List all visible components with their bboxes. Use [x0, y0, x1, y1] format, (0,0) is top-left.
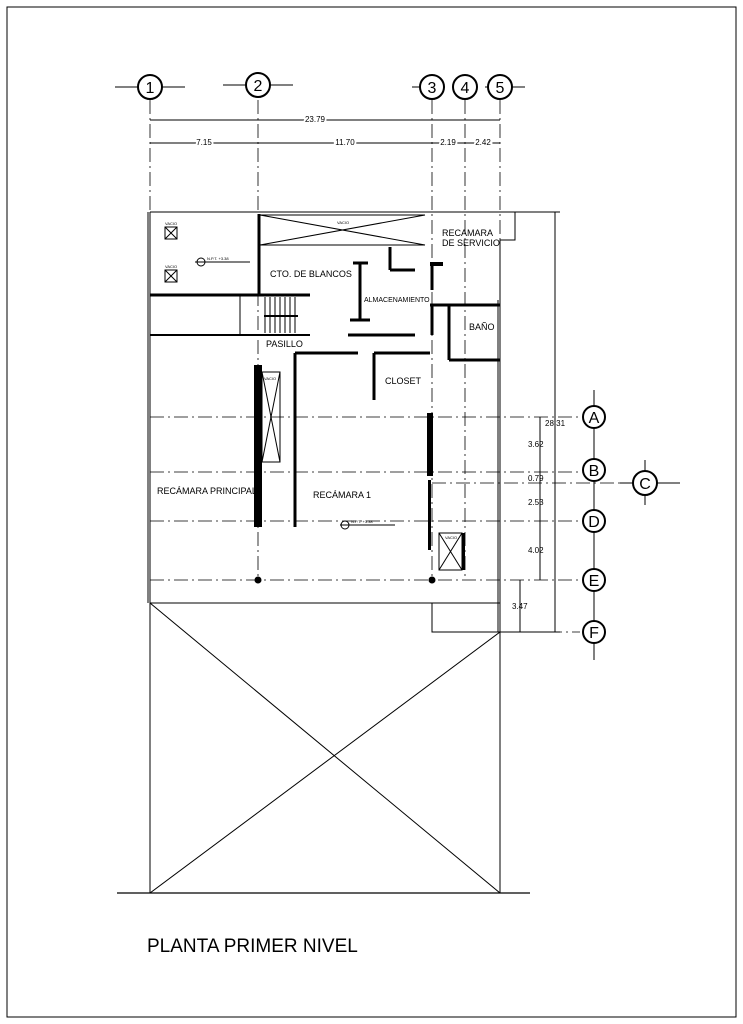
svg-text:2.42: 2.42 — [475, 138, 491, 147]
plan-title: PLANTA PRIMER NIVEL — [147, 936, 358, 957]
svg-text:VACIO: VACIO — [165, 264, 177, 269]
svg-text:F: F — [589, 625, 599, 642]
svg-text:A: A — [589, 410, 600, 427]
svg-text:0.79: 0.79 — [528, 474, 544, 483]
column-bubbles: 1 2 3 4 5 — [115, 72, 525, 100]
svg-text:3.47: 3.47 — [512, 602, 528, 611]
svg-text:3: 3 — [428, 80, 437, 97]
svg-text:ALMACENAMIENTO: ALMACENAMIENTO — [364, 297, 430, 304]
svg-text:N.P.T. +3.38: N.P.T. +3.38 — [351, 519, 373, 524]
axis-bubble-D: D — [582, 509, 606, 533]
level-marker: N.P.T. +3.38 N.P.T. +3.38 — [195, 256, 395, 530]
axis-bubble-1: 1 — [115, 74, 185, 100]
svg-text:B: B — [589, 463, 600, 480]
svg-text:VACIO: VACIO — [337, 220, 349, 225]
sheet-frame — [6, 6, 737, 1018]
walls — [150, 214, 500, 584]
room-labels: CTO. DE BLANCOS RECAMARA DE SERVICIO ALM… — [157, 228, 500, 500]
axis-bubble-3: 3 — [412, 74, 445, 100]
axis-bubble-F: F — [582, 620, 606, 644]
svg-text:2.19: 2.19 — [440, 138, 456, 147]
svg-text:DE SERVICIO: DE SERVICIO — [442, 238, 500, 248]
void-markers: VACIO VACIO VACIO VACIO VACIO — [164, 220, 463, 571]
axis-bubble-C: C — [620, 460, 680, 505]
stairs — [264, 297, 298, 333]
svg-text:CLOSET: CLOSET — [385, 376, 422, 386]
svg-text:4: 4 — [461, 80, 470, 97]
svg-text:1: 1 — [146, 80, 155, 97]
axis-bubble-B: B — [582, 458, 606, 482]
side-dimensions: 28.31 3.62 0.79 2.53 4.02 3.47 — [500, 211, 566, 633]
svg-text:7.15: 7.15 — [196, 138, 212, 147]
svg-text:2.53: 2.53 — [528, 498, 544, 507]
open-area-below — [117, 602, 530, 894]
svg-text:E: E — [589, 573, 600, 590]
svg-text:CTO. DE BLANCOS: CTO. DE BLANCOS — [270, 269, 352, 279]
svg-text:BAÑO: BAÑO — [469, 322, 495, 332]
axis-bubble-4: 4 — [452, 74, 478, 100]
svg-text:C: C — [639, 476, 651, 493]
svg-text:RECÁMARA 1: RECÁMARA 1 — [313, 490, 371, 500]
column-axes — [149, 100, 501, 632]
axis-bubble-E: E — [582, 568, 606, 592]
axis-bubble-A: A — [582, 405, 606, 429]
svg-text:RECAMARA: RECAMARA — [442, 228, 493, 238]
svg-text:RECÁMARA PRINCIPAL: RECÁMARA PRINCIPAL — [157, 486, 257, 496]
svg-text:23.79: 23.79 — [305, 115, 326, 124]
row-bubbles: A B C D E F — [582, 390, 680, 660]
svg-text:11.70: 11.70 — [335, 138, 355, 147]
svg-text:N.P.T. +3.38: N.P.T. +3.38 — [207, 256, 229, 261]
svg-text:PASILLO: PASILLO — [266, 339, 303, 349]
svg-text:D: D — [588, 514, 600, 531]
svg-text:VACIO: VACIO — [445, 535, 457, 540]
svg-text:5: 5 — [496, 80, 505, 97]
svg-text:2: 2 — [254, 78, 263, 95]
top-dimensions: 23.79 7.15 11.70 2.19 2.42 — [150, 113, 500, 149]
svg-text:VACIO: VACIO — [264, 376, 276, 381]
axis-bubble-2: 2 — [223, 72, 293, 98]
axis-bubble-5: 5 — [485, 74, 525, 100]
svg-text:VACIO: VACIO — [165, 221, 177, 226]
svg-text:4.02: 4.02 — [528, 546, 544, 555]
svg-text:28.31: 28.31 — [545, 419, 566, 428]
svg-text:3.62: 3.62 — [528, 440, 544, 449]
